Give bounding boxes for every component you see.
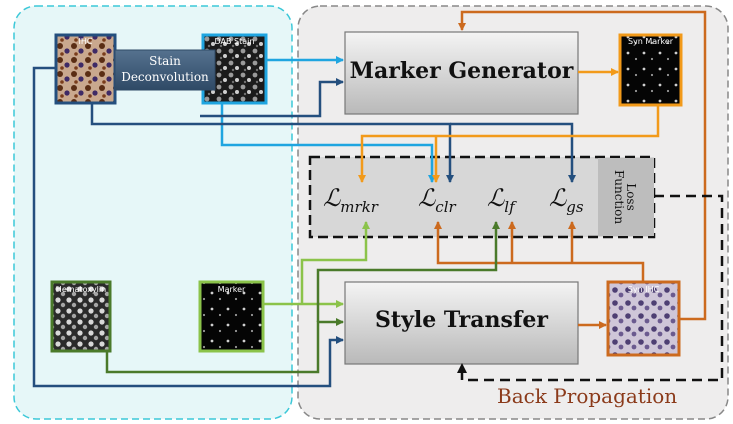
loss-clr: ℒclr (418, 184, 456, 216)
loss-mrkr: ℒmrkr (323, 184, 378, 216)
ihc-caption: IHC (78, 37, 93, 46)
loss-l-symbol: ℒ (418, 184, 436, 212)
loss-lf-sub: lf (504, 197, 515, 216)
loss-function-label: Loss Function (612, 169, 638, 225)
syn-ihc-caption: Syn IHC (627, 285, 660, 294)
loss-clr-sub: clr (435, 197, 456, 216)
loss-l-symbol: ℒ (487, 184, 505, 212)
marker-generator-label: Marker Generator (349, 58, 574, 84)
hema-thumb (50, 280, 112, 353)
syn-marker-thumb (618, 33, 683, 107)
loss-l-symbol: ℒ (549, 184, 567, 212)
style-transfer-box (344, 281, 579, 365)
back-propagation-label: Back Propagation (497, 384, 678, 408)
stain-deconvolution-box (114, 49, 216, 91)
loss-gs: ℒgs (549, 184, 584, 216)
marker-caption: Marker (217, 285, 246, 294)
loss-mrkr-sub: mrkr (340, 197, 378, 216)
loss-function-panel (598, 158, 654, 236)
ihc-thumb (54, 33, 117, 105)
loss-l-symbol: ℒ (323, 184, 341, 212)
hema-caption: Hematoxylin (55, 285, 107, 294)
dab-caption: DAB Stain (214, 37, 255, 46)
marker-generator-box (344, 31, 579, 115)
style-transfer-label: Style Transfer (375, 307, 548, 333)
marker-thumb (198, 280, 265, 353)
syn-marker-caption: Syn Marker (627, 37, 674, 46)
stain-deconvolution-label: Stain Deconvolution (121, 54, 209, 84)
loss-gs-sub: gs (566, 197, 584, 216)
loss-lf: ℒlf (487, 184, 515, 216)
